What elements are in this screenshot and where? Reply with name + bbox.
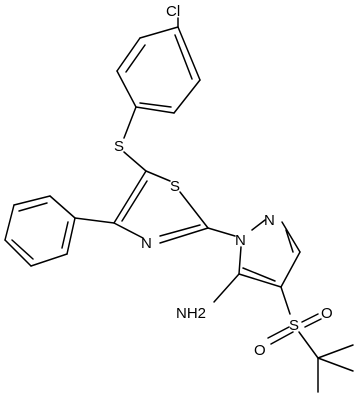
amine-label: NH2 — [176, 305, 206, 322]
sulfonyl-sulfur-label: S — [289, 317, 299, 334]
c-nh2-bond — [213, 273, 240, 303]
pyrazole-ring — [238, 219, 301, 288]
pyrazole-n1-label: N — [235, 232, 246, 249]
thiazole-nitrogen-label: N — [141, 235, 152, 252]
pyrazole-n2-label: N — [264, 212, 275, 229]
s-tbutyl-bond — [298, 331, 319, 359]
chlorine-label: Cl — [166, 3, 180, 20]
thiazole-phenyl-bond — [74, 217, 115, 224]
aryl-s-bond — [123, 106, 137, 139]
thiazole-ring — [113, 170, 209, 244]
s-thiazole-bond — [123, 151, 147, 172]
thiazole-pyrazole-bond — [207, 227, 236, 237]
thioether-sulfur-label: S — [114, 138, 124, 155]
sulfonyl-oxygen-1-label: O — [254, 342, 266, 359]
sulfonyl-oxygen-bonds — [267, 313, 322, 345]
c-so2-bond — [280, 286, 291, 315]
chlorophenyl-ring — [116, 26, 201, 114]
tert-butyl-group — [317, 344, 354, 393]
sulfonyl-oxygen-2-label: O — [321, 305, 333, 322]
phenyl-ring — [4, 195, 76, 267]
thiazole-sulfur-label: S — [170, 178, 180, 195]
